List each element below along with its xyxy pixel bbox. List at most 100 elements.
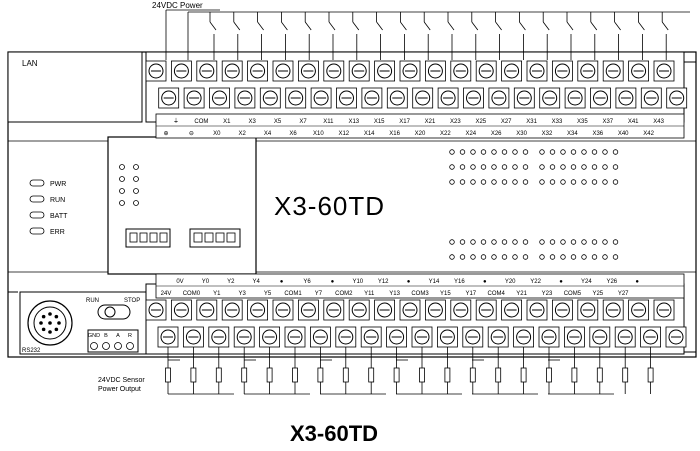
- input-led: [459, 179, 466, 185]
- top-label-upper: X7: [299, 119, 307, 125]
- bottom-label-upper: Y22: [530, 279, 541, 285]
- bottom-label-lower: COM2: [335, 291, 353, 297]
- bottom-label-upper: ●: [635, 279, 639, 285]
- rs232-pin: [48, 330, 52, 334]
- top-label-lower: X42: [643, 131, 654, 137]
- output-load: [444, 367, 451, 383]
- bottom-label-upper: ●: [559, 279, 563, 285]
- bottom-label-upper: Y4: [253, 279, 261, 285]
- output-load: [292, 367, 298, 383]
- top-label-lower: X36: [592, 131, 603, 137]
- input-led: [480, 149, 487, 155]
- output-led: [470, 239, 476, 245]
- input-switch: [423, 21, 431, 31]
- input-led: [570, 149, 577, 155]
- input-led: [449, 179, 455, 185]
- input-switch: [638, 21, 645, 31]
- panel-model-text: X3-60TD: [274, 191, 385, 221]
- input-led: [501, 164, 508, 170]
- top-label-lower: X24: [465, 131, 476, 137]
- output-led: [522, 239, 529, 245]
- bottom-label-upper: ●: [331, 279, 335, 285]
- input-led: [549, 179, 556, 185]
- status-led-label: BATT: [50, 213, 68, 220]
- input-led: [581, 164, 587, 170]
- top-label-lower: X26: [491, 131, 502, 137]
- bottom-label-lower: Y3: [239, 291, 247, 297]
- rs232-pin: [41, 314, 46, 319]
- output-led: [560, 254, 566, 260]
- status-led: [29, 211, 45, 219]
- bottom-label-lower: Y21: [516, 291, 527, 297]
- input-led: [602, 179, 608, 185]
- comm-port-label: B: [104, 333, 108, 339]
- status-led-label: ERR: [50, 229, 65, 236]
- bottom-label-lower: Y15: [440, 291, 451, 297]
- top-label-upper: X37: [602, 119, 613, 125]
- connector-pin: [204, 232, 214, 243]
- input-led: [570, 164, 577, 170]
- top-label-lower: X40: [618, 131, 629, 137]
- output-led: [459, 239, 466, 245]
- input-led: [602, 164, 608, 170]
- top-label-lower: X4: [264, 131, 272, 137]
- bottom-label-lower: 24V: [161, 291, 172, 297]
- output-led: [449, 254, 455, 260]
- caption: X3-60TD: [290, 421, 378, 446]
- output-led: [591, 254, 598, 260]
- top-label-lower: X2: [239, 131, 247, 137]
- top-label-upper: X23: [450, 119, 461, 125]
- input-led: [470, 179, 476, 185]
- top-label-lower: X20: [415, 131, 426, 137]
- top-label-upper: X1: [223, 119, 231, 125]
- bottom-label-lower: Y1: [213, 291, 221, 297]
- output-led: [512, 239, 518, 245]
- bottom-label-upper: Y10: [352, 279, 363, 285]
- top-label-lower: X32: [542, 131, 553, 137]
- bottom-label-upper: 0V: [176, 279, 183, 285]
- input-led: [491, 164, 497, 170]
- bottom-label-upper: Y16: [454, 279, 465, 285]
- rs232-pin: [57, 321, 61, 325]
- input-switch: [376, 21, 383, 31]
- output-load: [190, 367, 197, 383]
- comm-port-label: R: [128, 333, 132, 339]
- output-load: [571, 367, 578, 383]
- connector-pin: [159, 232, 168, 243]
- bottom-label-upper: Y6: [303, 279, 311, 285]
- connector-pin: [226, 232, 236, 243]
- input-led: [612, 164, 619, 170]
- input-led: [480, 164, 487, 170]
- rs232-pin: [54, 327, 59, 332]
- input-led: [539, 179, 545, 185]
- input-led: [501, 149, 508, 155]
- input-switch: [233, 21, 241, 31]
- input-led: [581, 179, 587, 185]
- top-label-lower: X22: [440, 131, 451, 137]
- output-load: [419, 367, 425, 383]
- top-label-upper: X5: [274, 119, 282, 125]
- bottom-label-upper: ●: [483, 279, 487, 285]
- input-switch: [257, 21, 264, 31]
- output-led: [480, 254, 487, 260]
- output-led: [581, 239, 587, 245]
- top-label-upper: X17: [399, 119, 410, 125]
- input-led: [539, 149, 545, 155]
- input-led: [591, 164, 598, 170]
- status-led: [29, 227, 45, 235]
- bottom-label-lower: COM3: [411, 291, 429, 297]
- output-load: [393, 367, 400, 383]
- top-label-lower: X14: [364, 131, 375, 137]
- input-switch: [400, 21, 407, 31]
- rs232-pin: [41, 327, 46, 332]
- panel-indicator: [119, 200, 125, 206]
- connector-pin: [139, 232, 148, 243]
- comm-port-terminal: [126, 342, 134, 350]
- output-led: [522, 254, 529, 260]
- run-stop-knob[interactable]: [104, 306, 116, 318]
- input-led: [522, 179, 529, 185]
- output-led: [480, 239, 487, 245]
- input-led: [591, 179, 598, 185]
- input-led: [491, 179, 497, 185]
